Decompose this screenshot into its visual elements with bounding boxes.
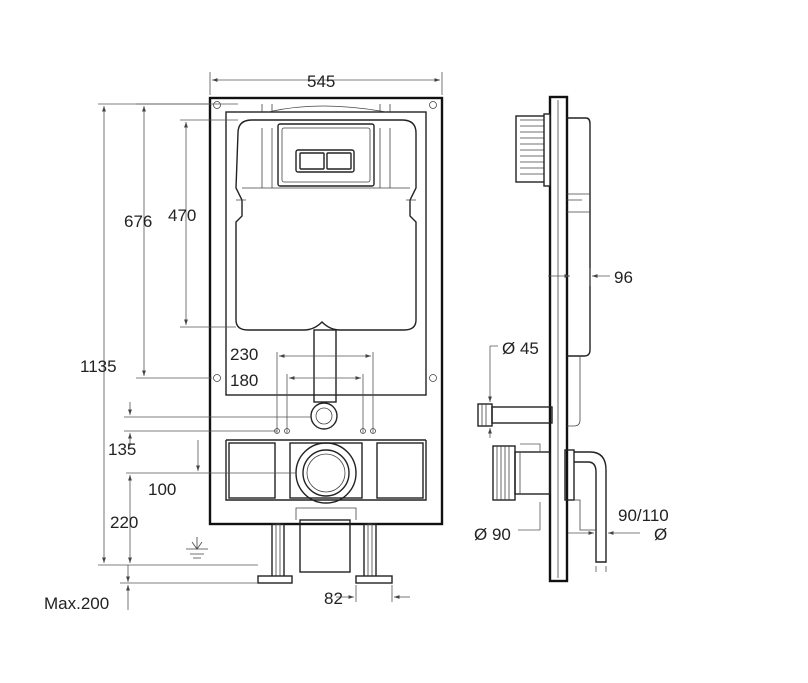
dim-90-110: 90/110	[618, 506, 669, 525]
mounting-hole	[429, 374, 437, 382]
flush-button-plate	[295, 149, 355, 173]
side-dimensions	[490, 268, 640, 572]
dim-diameter-90: Ø 90	[474, 525, 511, 544]
waste-bend-side	[564, 449, 607, 563]
waste-connector	[299, 519, 351, 573]
mounting-hole	[429, 101, 437, 109]
dim-676: 676	[124, 212, 152, 231]
dimension-labels: 545 676 470 1135 230 180 135 100 220 Max…	[44, 72, 669, 613]
cistern-side	[567, 117, 591, 427]
flush-actuator-side	[515, 113, 551, 187]
dim-100: 100	[148, 480, 176, 499]
dim-180: 180	[230, 371, 258, 390]
dim-545: 545	[307, 72, 335, 91]
side-view	[477, 95, 607, 583]
flush-pipe-side	[477, 403, 553, 427]
dim-diameter-45: Ø 45	[502, 339, 539, 358]
dim-230: 230	[230, 345, 258, 364]
dim-470: 470	[168, 206, 196, 225]
flush-pipe	[313, 329, 337, 403]
frame-outline	[208, 96, 444, 526]
frame-inner-panel	[225, 111, 427, 396]
right-leg	[355, 523, 393, 584]
mounting-hole	[213, 101, 221, 109]
front-view	[186, 96, 444, 584]
flush-inlet-ring	[310, 402, 338, 430]
waste-pipe-side	[492, 445, 551, 501]
dim-220: 220	[110, 513, 138, 532]
dim-max-200: Max.200	[44, 594, 109, 613]
mounting-hole	[213, 374, 221, 382]
side-frame-profile	[548, 95, 569, 583]
dim-90-110-diameter-symbol: Ø	[654, 525, 667, 544]
dim-82: 82	[324, 589, 343, 608]
left-leg	[257, 523, 293, 584]
floor-level-icon	[186, 537, 208, 559]
front-dimensions	[98, 72, 443, 610]
dim-1135: 1135	[80, 357, 117, 376]
cistern	[235, 119, 417, 331]
waste-outlet	[295, 442, 357, 504]
dim-135: 135	[108, 440, 136, 459]
lower-block	[225, 439, 427, 501]
dim-96: 96	[614, 268, 633, 287]
